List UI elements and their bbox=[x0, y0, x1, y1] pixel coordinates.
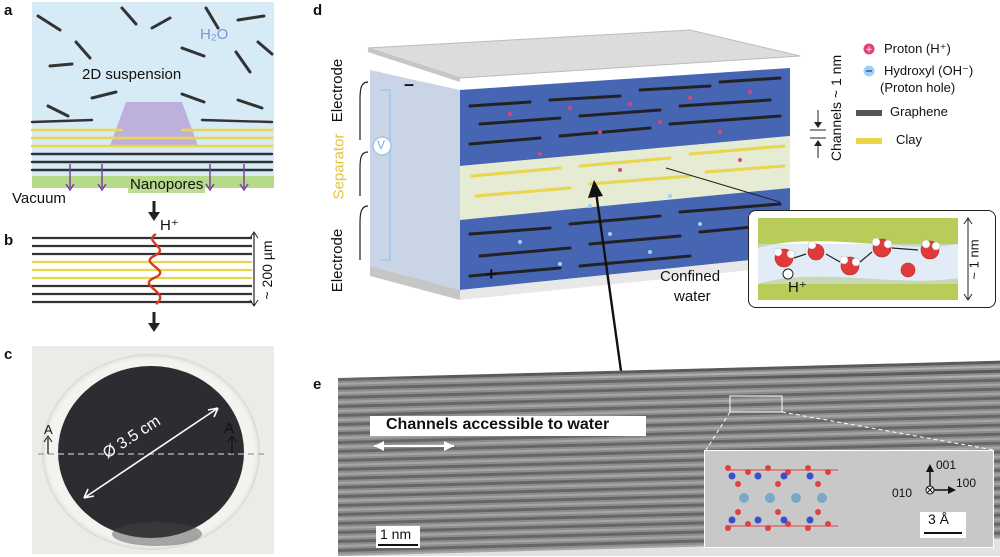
crystal-structure bbox=[725, 465, 838, 531]
panel-a-label: a bbox=[4, 2, 13, 19]
membrane-photo bbox=[32, 346, 274, 554]
channels-label: Channels ~ 1 nm bbox=[828, 54, 844, 162]
negative-terminal: – bbox=[404, 74, 415, 94]
axis-001-label: 001 bbox=[936, 458, 957, 472]
channels-accessible-label: Channels accessible to water bbox=[386, 416, 610, 433]
arrow-b-to-c bbox=[148, 312, 160, 332]
membrane-disk bbox=[58, 366, 244, 538]
positive-terminal: + bbox=[486, 264, 497, 284]
water-inset-label: water bbox=[674, 288, 711, 305]
panel-b-label: b bbox=[4, 232, 14, 249]
thickness-bracket bbox=[249, 231, 259, 307]
axis-triad bbox=[925, 464, 956, 495]
panel-e-label: e bbox=[313, 376, 322, 393]
proton-legend-icon: + bbox=[863, 43, 875, 55]
inset-height-bracket bbox=[963, 217, 973, 301]
voltage-label: V bbox=[377, 138, 386, 152]
hydroxyl-legend-icon bbox=[863, 65, 875, 77]
axis-100-label: 100 bbox=[956, 476, 977, 490]
panel-c-label: c bbox=[4, 346, 13, 363]
water-label: H₂O bbox=[200, 26, 229, 43]
supercapacitor-diagram bbox=[359, 29, 801, 300]
inset-height-label: ~ 1 nm bbox=[966, 239, 982, 280]
panel-d-label: d bbox=[313, 2, 323, 19]
clay-legend-label: Clay bbox=[896, 132, 923, 147]
membrane-smudge bbox=[112, 522, 202, 546]
d-to-e-arrow bbox=[588, 180, 624, 379]
vacuum-label: Vacuum bbox=[12, 190, 66, 207]
confined-label: Confined bbox=[660, 268, 721, 285]
graphene-legend-icon bbox=[856, 110, 882, 116]
thickness-label: ~ 200 µm bbox=[259, 240, 275, 300]
panel-c-annotations bbox=[38, 407, 268, 499]
nanopores-label: Nanopores bbox=[128, 176, 206, 193]
proton-legend-label: Proton (H⁺) bbox=[884, 41, 951, 56]
section-label-left: A bbox=[44, 422, 53, 437]
inset-scale-line bbox=[924, 532, 962, 534]
channels-text-box bbox=[370, 416, 646, 436]
inset-scale-label: 3 Å bbox=[928, 511, 950, 527]
proton-hole-legend-label: (Proton hole) bbox=[880, 80, 956, 95]
clay-legend-icon bbox=[856, 138, 882, 144]
confined-water-drawing bbox=[758, 218, 958, 300]
separator-label: Separator bbox=[330, 133, 348, 200]
panel-a-diagram bbox=[30, 2, 274, 192]
scale-bar-line bbox=[378, 544, 418, 546]
arrow-a-to-b bbox=[148, 201, 160, 221]
proton-label-b: H⁺ bbox=[160, 217, 179, 234]
section-label-right: A bbox=[224, 420, 235, 437]
axis-010-label: 010 bbox=[892, 486, 913, 500]
graphene-legend-label: Graphene bbox=[890, 104, 948, 119]
scale-bar-box bbox=[376, 526, 420, 548]
inset-proton-label: H⁺ bbox=[788, 279, 807, 296]
channel-arrows bbox=[810, 110, 826, 158]
hydroxyl-legend-label: Hydroxyl (OH⁻) bbox=[884, 63, 974, 78]
suspension-label: 2D suspension bbox=[82, 66, 182, 83]
electrode-top-label: Electrode bbox=[329, 58, 347, 123]
svg-text:+: + bbox=[865, 45, 873, 55]
panel-b-diagram bbox=[32, 232, 252, 305]
scale-bar-label: 1 nm bbox=[380, 526, 412, 542]
electrode-bottom-label: Electrode bbox=[329, 228, 347, 293]
